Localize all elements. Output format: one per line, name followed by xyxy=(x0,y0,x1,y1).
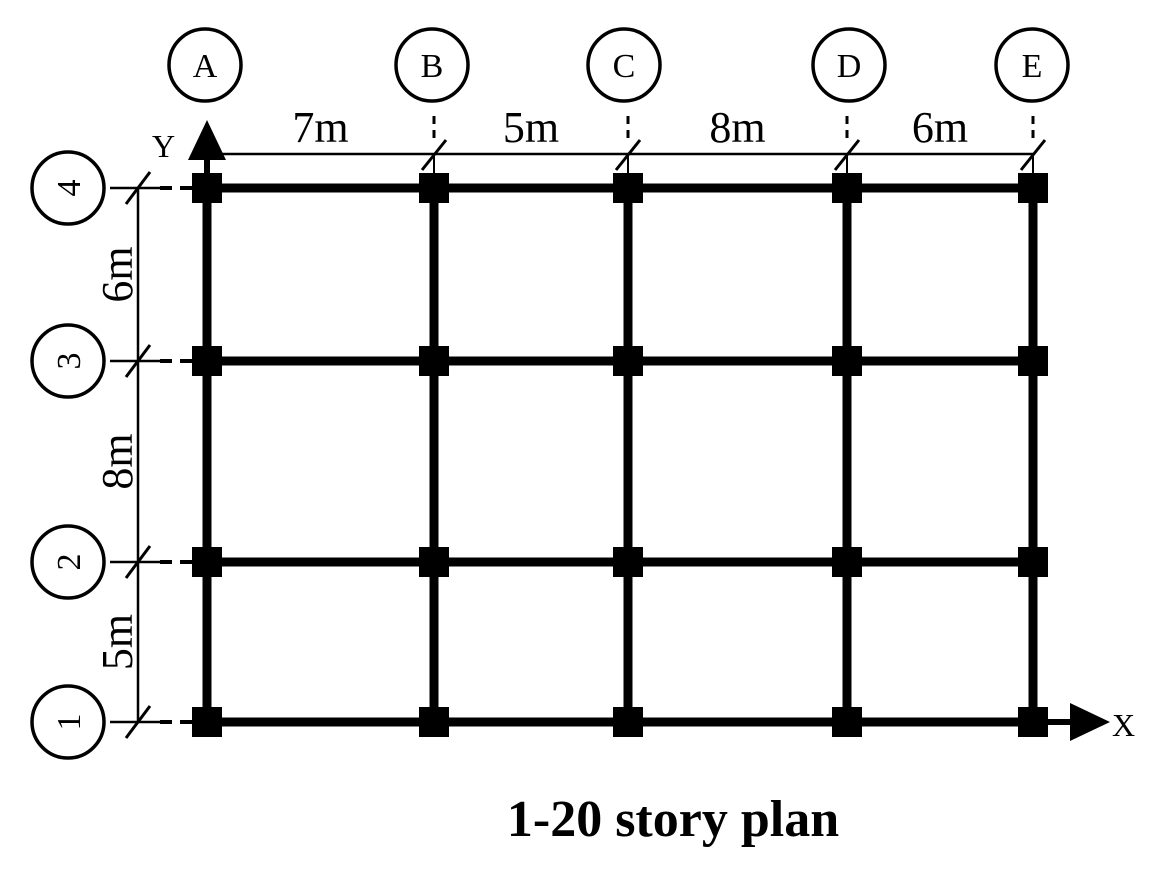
x-axis-arrow-icon xyxy=(1070,703,1110,741)
grid-bubble-label-D: D xyxy=(837,48,862,85)
span-label-C-D: 8m xyxy=(709,103,765,152)
column-C4 xyxy=(613,173,643,203)
span-label-2-3: 8m xyxy=(93,433,142,489)
span-label-D-E: 6m xyxy=(912,103,968,152)
grid-bubble-label-2: 2 xyxy=(51,554,88,571)
grid-bubble-1 xyxy=(30,684,106,760)
column-C3 xyxy=(613,346,643,376)
span-label-B-C: 5m xyxy=(503,103,559,152)
column-A3 xyxy=(192,346,222,376)
column-B1 xyxy=(419,707,449,737)
span-label-3-4: 6m xyxy=(93,246,142,302)
span-label-A-B: 7m xyxy=(292,103,348,152)
grid-bubble-A xyxy=(167,27,243,103)
grid-bubble-4 xyxy=(30,150,106,226)
column-B2 xyxy=(419,547,449,577)
column-E3 xyxy=(1018,346,1048,376)
dimension-lines xyxy=(110,116,1047,739)
dimension-tick-row-4 xyxy=(124,171,152,205)
grid-bubble-label-B: B xyxy=(421,48,444,85)
grid-bubble-2 xyxy=(30,524,106,600)
grid-bubble-label-E: E xyxy=(1022,48,1043,85)
grid-bubble-label-1: 1 xyxy=(51,714,88,731)
dimension-labels: 7m 5m 8m 6m 5m 8m 6m xyxy=(93,103,968,670)
grid-bubble-D xyxy=(811,27,887,103)
axes: Y X xyxy=(152,120,1135,743)
y-axis-label: Y xyxy=(152,128,175,164)
grid-bubble-3 xyxy=(30,323,106,399)
grid-bubbles: A B C D E 1 2 3 4 xyxy=(30,27,1070,760)
y-axis-arrow-icon xyxy=(188,120,226,160)
column-D4 xyxy=(832,173,862,203)
column-B3 xyxy=(419,346,449,376)
plan-title: 1-20 story plan xyxy=(507,791,839,848)
span-label-1-2: 5m xyxy=(93,614,142,670)
column-C1 xyxy=(613,707,643,737)
x-axis-label: X xyxy=(1112,707,1135,743)
dimension-tick-row-3 xyxy=(124,344,152,378)
column-D3 xyxy=(832,346,862,376)
column-markers xyxy=(192,173,1048,737)
grid-bubble-C xyxy=(586,27,662,103)
column-D2 xyxy=(832,547,862,577)
grid-lines xyxy=(202,183,1038,727)
grid-bubble-E xyxy=(994,27,1070,103)
grid-bubble-label-3: 3 xyxy=(51,353,88,370)
grid-bubble-B xyxy=(394,27,470,103)
grid-bubble-label-4: 4 xyxy=(51,180,88,197)
column-C2 xyxy=(613,547,643,577)
column-A1 xyxy=(192,707,222,737)
grid-bubble-label-C: C xyxy=(613,48,636,85)
dimension-tick-row-1 xyxy=(124,705,152,739)
grid-bubble-label-A: A xyxy=(193,48,218,85)
column-E4 xyxy=(1018,173,1048,203)
column-D1 xyxy=(832,707,862,737)
dimension-tick-row-2 xyxy=(124,545,152,579)
column-B4 xyxy=(419,173,449,203)
column-A2 xyxy=(192,547,222,577)
column-E2 xyxy=(1018,547,1048,577)
